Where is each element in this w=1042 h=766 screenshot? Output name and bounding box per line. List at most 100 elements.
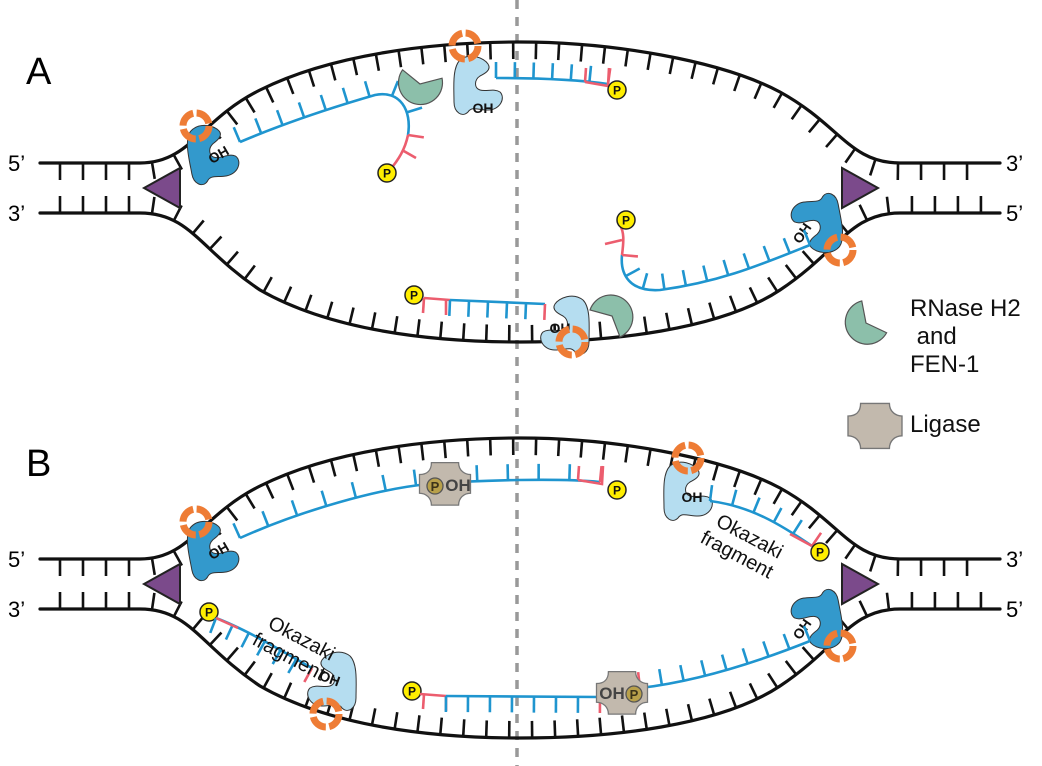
base-tick xyxy=(686,703,694,722)
dna-strand xyxy=(239,92,411,144)
rna-tick xyxy=(543,303,547,321)
dna-tick xyxy=(802,625,812,642)
dna-tick xyxy=(588,65,593,82)
dna-tick xyxy=(232,126,242,143)
base-tick xyxy=(244,493,256,510)
base-tick xyxy=(711,463,720,481)
phosphate-ligase-icon xyxy=(625,685,643,703)
dna-tick xyxy=(232,522,242,539)
base-tick xyxy=(264,86,275,104)
base-tick xyxy=(844,543,857,560)
base-tick xyxy=(150,557,157,576)
dna-tick xyxy=(782,237,791,254)
base-tick xyxy=(282,286,293,303)
phosphate-label: P xyxy=(613,484,621,498)
end-label-b-left-bottom: 3’ xyxy=(8,597,25,622)
base-tick xyxy=(767,672,779,689)
dna-tick xyxy=(363,80,371,97)
base-tick xyxy=(420,443,425,461)
phosphate-icon xyxy=(377,163,397,183)
dna-tick xyxy=(524,303,528,320)
rna-tick xyxy=(576,465,581,481)
panel-label-b: B xyxy=(26,443,51,485)
base-tick xyxy=(465,439,470,457)
base-tick xyxy=(307,466,316,483)
base-tick xyxy=(772,488,784,505)
base-tick xyxy=(598,717,603,735)
helicase-right-icon xyxy=(841,167,879,209)
base-tick xyxy=(753,478,763,496)
dna-tick xyxy=(569,64,574,81)
base-tick xyxy=(801,646,815,661)
base-tick xyxy=(556,438,561,457)
base-tick xyxy=(646,52,652,71)
base-tick xyxy=(753,82,763,100)
base-tick xyxy=(868,554,877,572)
base-tick xyxy=(807,118,821,134)
rna-primer xyxy=(423,296,451,302)
oh-label: OH xyxy=(317,667,342,689)
leading-fragment-top-left xyxy=(232,463,603,540)
oh-label: OH xyxy=(445,476,471,495)
end-label-a-left-top: 5’ xyxy=(8,151,25,176)
base-tick xyxy=(307,70,316,87)
base-tick xyxy=(461,719,466,737)
template-strand-bottom xyxy=(38,211,1002,344)
phosphate-label: P xyxy=(410,289,418,303)
base-tick xyxy=(461,323,466,341)
base-tick xyxy=(767,276,779,293)
dna-tick xyxy=(702,265,709,282)
dna-tick xyxy=(722,259,730,276)
base-tick xyxy=(665,312,671,330)
dna-tick xyxy=(319,94,328,111)
base-tick xyxy=(282,682,293,699)
phosphate-label: P xyxy=(622,214,630,228)
base-tick xyxy=(885,592,891,610)
base-tick xyxy=(686,307,694,326)
end-label-b-left-top: 5’ xyxy=(8,547,25,572)
base-tick xyxy=(225,646,239,662)
base-tick xyxy=(191,219,205,235)
dna-tick xyxy=(741,647,749,664)
ligase-legend-icon xyxy=(847,402,903,450)
dna-strand xyxy=(445,694,601,699)
phosphate-label: P xyxy=(431,479,440,494)
base-tick xyxy=(575,719,580,737)
rna-primer xyxy=(577,465,605,486)
base-tick xyxy=(243,264,256,280)
rnase-fen-icon xyxy=(589,294,634,338)
base-tick xyxy=(885,196,891,214)
base-tick xyxy=(262,276,273,293)
base-tick xyxy=(374,449,381,468)
base-tick xyxy=(790,104,803,121)
base-tick xyxy=(225,110,239,126)
legend: RNase H2 and FEN-1 Ligase xyxy=(841,295,1021,450)
legend-rnase-line3: FEN-1 xyxy=(910,351,979,378)
rna-tick xyxy=(401,148,417,160)
base-tick xyxy=(601,46,607,64)
oh-label: OH xyxy=(473,100,494,116)
base-tick xyxy=(642,712,649,730)
base-tick xyxy=(208,631,223,646)
base-tick xyxy=(642,316,649,334)
dna-tick xyxy=(381,474,388,491)
dna-tick xyxy=(550,63,555,80)
base-tick xyxy=(438,321,444,339)
base-tick xyxy=(326,301,334,319)
dna-tick xyxy=(275,109,284,126)
rna-tick xyxy=(621,253,639,258)
dna-tick xyxy=(256,640,266,657)
base-tick xyxy=(285,473,295,491)
phosphate-icon xyxy=(616,210,636,230)
base-tick xyxy=(348,307,355,325)
end-label-a-left-bottom: 3’ xyxy=(8,201,25,226)
phosphate-icon xyxy=(402,681,422,701)
dna-tick xyxy=(475,465,479,482)
base-tick xyxy=(208,235,223,250)
base-tick xyxy=(646,448,652,467)
dna-tick xyxy=(224,624,234,641)
dna-tick xyxy=(320,490,328,507)
rnase-fen-legend-icon xyxy=(841,298,892,349)
dna-tick xyxy=(782,633,791,650)
